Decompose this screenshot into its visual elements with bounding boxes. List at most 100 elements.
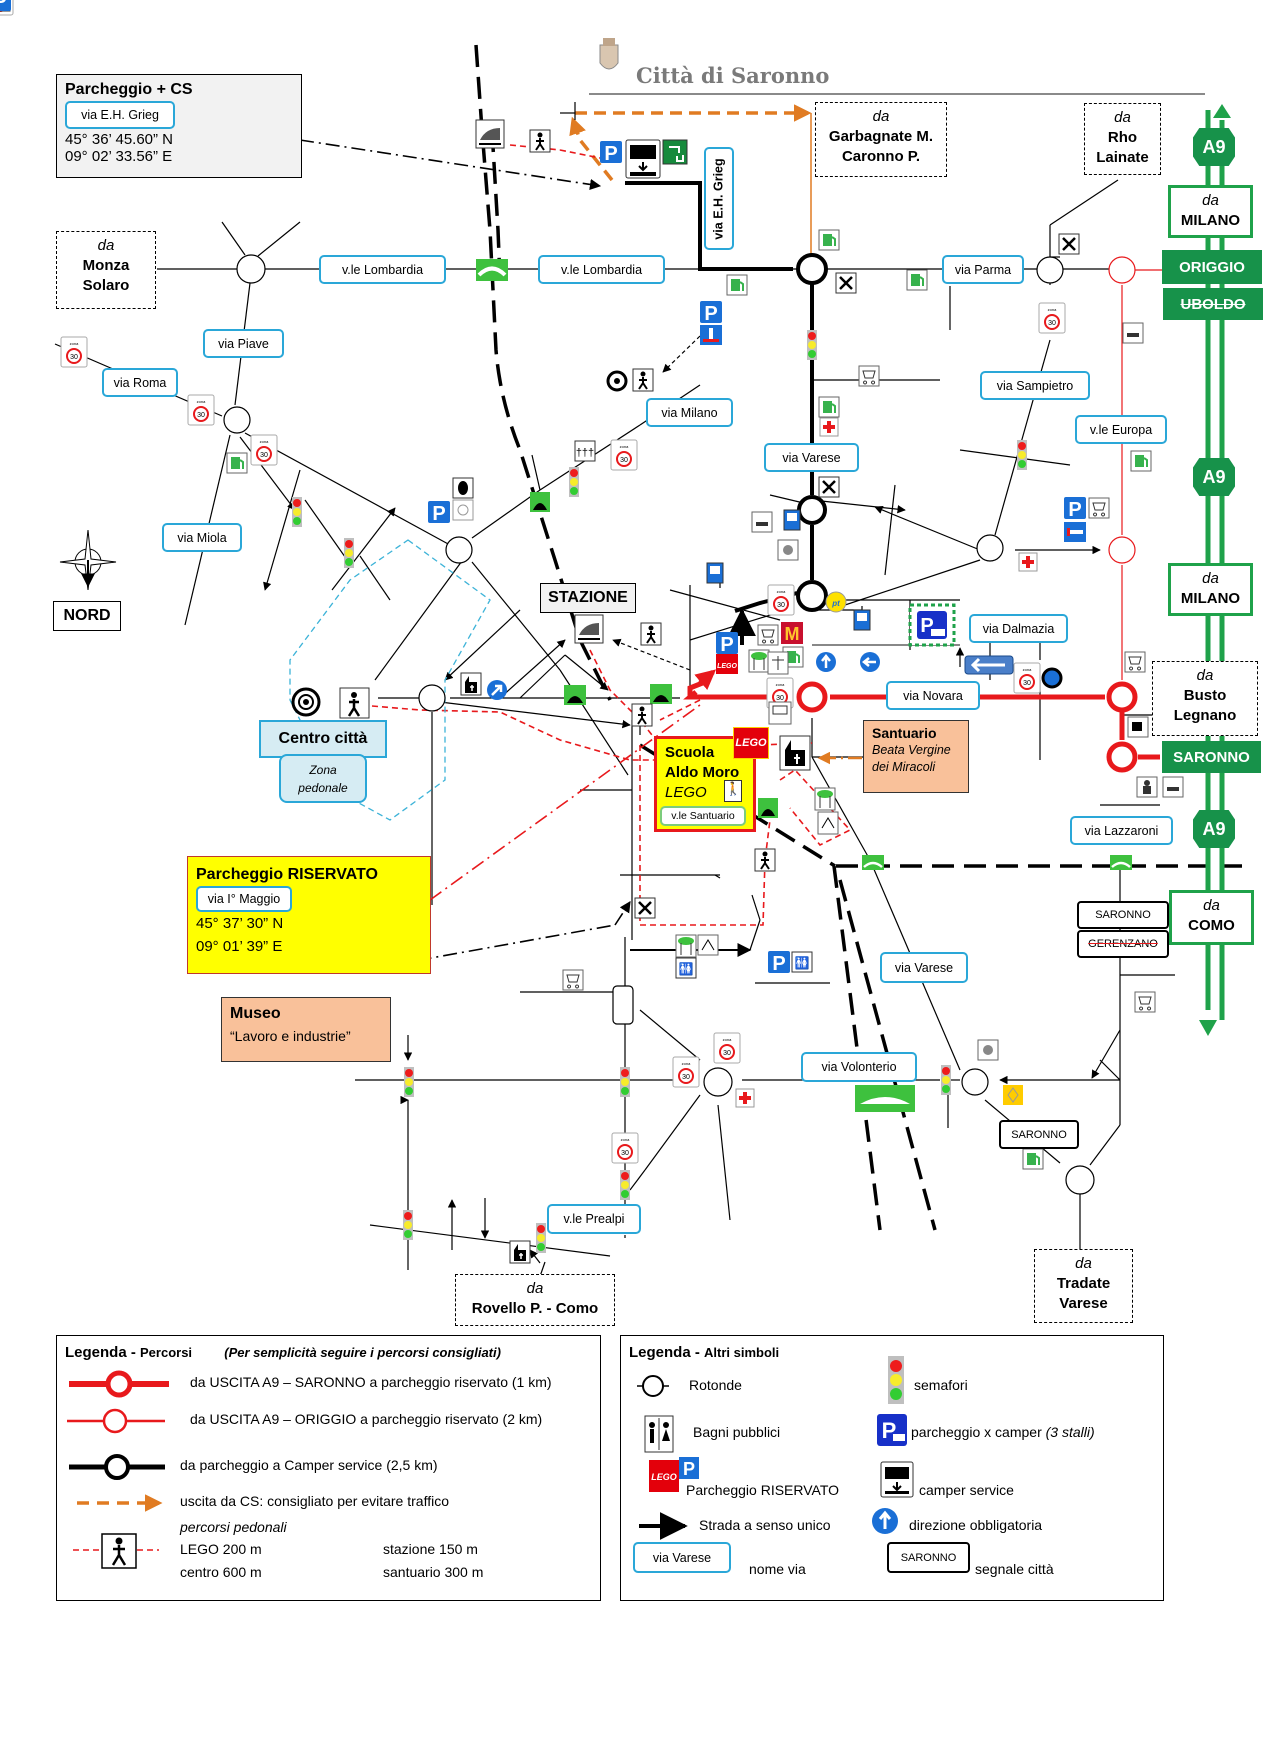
police-icon	[1136, 776, 1158, 798]
svg-text:P: P	[920, 615, 933, 637]
scuola-line1: Scuola	[665, 744, 715, 761]
legend-bagni: Bagni pubblici	[693, 1424, 781, 1440]
traffic-light-icon	[807, 330, 817, 360]
legend-camper-parking-icon: P	[877, 1414, 907, 1446]
no-entry-icon	[700, 325, 722, 345]
zone30-sign-icon	[1013, 662, 1041, 694]
zona-line2: pedonale	[298, 781, 348, 795]
scuola-line2: Aldo Moro	[665, 764, 740, 781]
bed-icon	[1122, 322, 1144, 344]
street-label-grieg[interactable]: via E.H. Grieg	[65, 101, 175, 129]
shopping-cart-icon	[1134, 991, 1156, 1013]
street-label-europa[interactable]: v.le Europa	[1075, 415, 1167, 444]
parcheggio-riservato-title: Parcheggio RISERVATO	[196, 866, 378, 883]
mcdonalds-icon: M	[781, 622, 803, 644]
svg-text:P: P	[683, 1459, 695, 1479]
legend-semafori: semafori	[914, 1377, 968, 1393]
church-icon	[460, 672, 482, 696]
route-cs-exit	[569, 104, 812, 182]
parcheggio-cs-box: Parcheggio + CS via E.H. Grieg 45° 36’ 4…	[56, 74, 302, 178]
santuario-line2: dei Miracoli	[872, 760, 936, 774]
no-entry-icon	[1064, 522, 1086, 542]
street-label-santuario[interactable]: v.le Santuario	[660, 806, 746, 826]
city-crest-icon	[599, 38, 619, 70]
parcheggio-cs-lat: 45° 36’ 45.60” N	[65, 131, 174, 148]
bridge-icon	[855, 1085, 915, 1112]
street-label-lombardia-west[interactable]: v.le Lombardia	[319, 255, 446, 284]
legend-nome-via: nome via	[749, 1561, 806, 1577]
parking-icon	[600, 141, 622, 165]
legend-black-symbol	[69, 1454, 165, 1480]
restaurant-icon	[633, 896, 657, 920]
street-label-varese-north[interactable]: via Varese	[764, 443, 859, 472]
street-label-varese-south[interactable]: via Varese	[880, 952, 968, 983]
traffic-light-icon	[292, 497, 302, 527]
street-label-parma[interactable]: via Parma	[942, 255, 1024, 284]
street-label-sampietro[interactable]: via Sampietro	[980, 371, 1090, 400]
street-label-maggio[interactable]: via I° Maggio	[196, 886, 292, 912]
fuel-station-icon	[818, 229, 840, 251]
parking-icon	[768, 951, 790, 975]
legend-camper-parking-note: (3 stalli)	[1045, 1424, 1095, 1440]
legend-symbols-title: Legenda -	[629, 1344, 700, 1361]
traffic-light-icon	[1017, 440, 1027, 470]
legend-symbols-subtitle: Altri simboli	[704, 1345, 780, 1360]
playground-icon	[817, 811, 839, 835]
street-label-piave[interactable]: via Piave	[203, 329, 284, 358]
train-icon	[574, 614, 604, 644]
street-label-milano[interactable]: via Milano	[646, 398, 733, 427]
street-label-miola[interactable]: via Miola	[162, 523, 242, 552]
santuario-title: Santuario	[872, 725, 937, 741]
parcheggio-riservato-lat: 45° 37’ 30” N	[196, 915, 284, 932]
svg-text:🚻: 🚻	[795, 956, 810, 970]
bed-icon	[1162, 776, 1184, 798]
bank-icon	[777, 539, 799, 561]
parking-meter-icon	[783, 509, 801, 531]
street-label-novara[interactable]: via Novara	[886, 681, 980, 710]
zone30-sign-icon	[713, 1032, 741, 1064]
museo-box: Museo “Lavoro e industrie”	[221, 997, 391, 1062]
zone30-sign-icon	[187, 394, 215, 426]
restaurant-icon	[1057, 232, 1081, 256]
street-label-grieg[interactable]: via E.H. Grieg	[704, 147, 734, 250]
fuel-station-icon	[226, 452, 248, 474]
direction-left-icon	[860, 652, 880, 672]
legend-route-3: da parcheggio a Camper service (2,5 km)	[180, 1457, 438, 1473]
traffic-light-icon	[620, 1067, 630, 1097]
fuel-station-icon	[1130, 450, 1152, 472]
street-label-volonterio[interactable]: via Volonterio	[801, 1052, 917, 1082]
svg-text:P: P	[882, 1418, 897, 1443]
pharmacy-icon	[735, 1088, 755, 1108]
shopping-cart-icon	[858, 365, 880, 387]
fuel-station-icon	[1022, 1148, 1044, 1170]
tunnel-icon	[564, 685, 586, 705]
toilets-icon: 🚻	[791, 951, 813, 973]
compass-icon	[59, 529, 117, 591]
legend-route-1: da USCITA A9 – SARONNO a parcheggio rise…	[190, 1374, 552, 1390]
pedestrian-icon	[640, 622, 662, 646]
legend-route-2: da USCITA A9 – ORIGGIO a parcheggio rise…	[190, 1411, 543, 1427]
legend-direzione: direzione obbligatoria	[909, 1517, 1043, 1533]
street-label-lazzaroni[interactable]: via Lazzaroni	[1070, 816, 1173, 845]
museo-subtitle: “Lavoro e industrie”	[230, 1028, 351, 1044]
city-sign-saronno: SARONNO	[1077, 901, 1169, 929]
street-label-prealpi[interactable]: v.le Prealpi	[547, 1204, 641, 1234]
parking-icon	[428, 501, 450, 525]
street-label-lombardia-east[interactable]: v.le Lombardia	[538, 255, 665, 284]
bank-icon	[977, 1039, 999, 1061]
shopping-cart-icon	[1088, 497, 1110, 519]
target-icon	[291, 687, 321, 717]
parking-icon	[716, 632, 738, 656]
legend-pedestrian-stazione: stazione 150 m	[383, 1541, 478, 1557]
traffic-light-icon	[620, 1170, 630, 1200]
nord-label: NORD	[53, 601, 121, 631]
pedestrian-icon	[631, 703, 653, 727]
legend-camper-service-icon	[880, 1461, 914, 1498]
street-label-roma[interactable]: via Roma	[102, 368, 178, 397]
restaurant-icon	[817, 475, 841, 499]
street-label-dalmazia[interactable]: via Dalmazia	[969, 614, 1068, 643]
legend-pedestrian-symbol	[73, 1533, 159, 1569]
legend-riservato: Parcheggio RISERVATO	[686, 1482, 840, 1498]
roundabouts-black-route	[796, 253, 828, 612]
